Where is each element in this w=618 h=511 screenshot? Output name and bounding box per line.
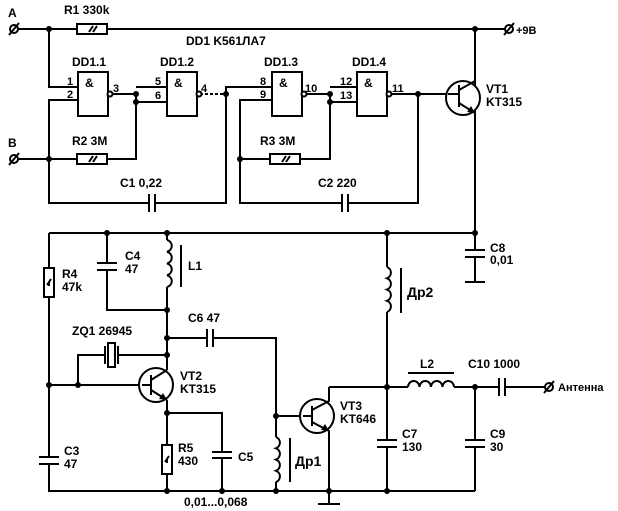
svg-text:47: 47 <box>64 457 78 471</box>
capacitor-c1: C1 0,22 <box>120 176 162 212</box>
svg-text:DD1.2: DD1.2 <box>160 55 194 69</box>
svg-text:C4: C4 <box>125 249 141 263</box>
svg-text:C9: C9 <box>490 427 506 441</box>
svg-text:R2 3M: R2 3M <box>72 134 107 148</box>
svg-text:430: 430 <box>178 454 198 468</box>
crystal-zq1: ZQ1 26945 <box>72 324 132 368</box>
svg-text:Др1: Др1 <box>295 453 322 469</box>
svg-text:Антенна: Антенна <box>558 382 604 394</box>
gate-dd1-2: DD1.2 & 5 6 4 <box>155 55 208 117</box>
transistor-vt1: VT1 KT315 <box>445 29 522 118</box>
transistor-vt3: VT3 KT646 <box>299 387 376 505</box>
capacitor-c9: C9 30 <box>465 427 506 454</box>
svg-text:30: 30 <box>490 440 504 454</box>
svg-text:9: 9 <box>260 89 266 101</box>
resistor-r4: R4 47k <box>43 267 82 298</box>
svg-text:C10 1000: C10 1000 <box>468 357 520 371</box>
gate-dd1-1: DD1.1 & 1 2 3 <box>67 55 119 117</box>
capacitor-c5: C5 0,01...0,068 <box>184 450 254 509</box>
svg-text:&: & <box>85 76 94 90</box>
svg-text:KT315: KT315 <box>180 382 216 396</box>
capacitor-c7: C7 130 <box>377 427 422 454</box>
svg-text:C7: C7 <box>402 427 418 441</box>
junctions-bottom <box>46 230 478 494</box>
svg-text:B: B <box>8 136 17 150</box>
svg-text:1: 1 <box>67 76 73 88</box>
svg-text:R3 3M: R3 3M <box>260 134 295 148</box>
svg-text:C2 220: C2 220 <box>318 176 357 190</box>
junctions-top <box>46 26 478 162</box>
svg-text:C5: C5 <box>238 450 254 464</box>
svg-text:12: 12 <box>340 76 352 88</box>
svg-text:R5: R5 <box>178 441 194 455</box>
svg-text:13: 13 <box>340 90 352 102</box>
svg-text:2: 2 <box>67 89 73 101</box>
svg-text:11: 11 <box>392 83 404 95</box>
svg-text:47k: 47k <box>62 280 82 294</box>
svg-text:C1 0,22: C1 0,22 <box>120 176 162 190</box>
svg-text:C3: C3 <box>64 444 80 458</box>
svg-text:R4: R4 <box>62 267 78 281</box>
svg-text:&: & <box>279 76 288 90</box>
capacitor-c8: C8 0,01 <box>465 241 514 267</box>
svg-text:DD1.4: DD1.4 <box>352 55 386 69</box>
inductor-dr2: Др2 <box>384 266 434 313</box>
svg-text:DD1.1: DD1.1 <box>72 55 106 69</box>
svg-text:Др2: Др2 <box>407 284 434 300</box>
svg-text:10: 10 <box>305 83 317 95</box>
terminal-antenna: Антенна <box>543 380 604 394</box>
svg-text:VT1: VT1 <box>486 82 508 96</box>
capacitor-c3: C3 47 <box>39 444 80 471</box>
capacitor-c4: C4 47 <box>97 249 141 276</box>
svg-text:C8: C8 <box>490 241 506 255</box>
svg-text:ZQ1 26945: ZQ1 26945 <box>72 324 132 338</box>
svg-text:6: 6 <box>155 90 161 102</box>
transistor-vt2: VT2 KT315 <box>138 367 216 403</box>
svg-text:DD1.3: DD1.3 <box>264 55 298 69</box>
terminal-supply: +9В <box>503 22 537 37</box>
svg-text:VT2: VT2 <box>180 369 202 383</box>
svg-text:L2: L2 <box>420 357 434 371</box>
resistor-r2: R2 3M <box>72 134 108 165</box>
svg-text:R1 330k: R1 330k <box>64 3 110 17</box>
inductor-l1: L1 <box>166 239 202 288</box>
svg-text:3: 3 <box>113 83 119 95</box>
svg-text:VT3: VT3 <box>340 399 362 413</box>
capacitor-c2: C2 220 <box>318 176 357 212</box>
svg-text:+9В: +9В <box>516 25 537 37</box>
svg-text:5: 5 <box>155 76 161 88</box>
resistor-r3: R3 3M <box>260 134 301 165</box>
wires-bottom <box>48 232 545 492</box>
inductor-l2: L2 <box>407 357 455 388</box>
svg-text:0,01: 0,01 <box>490 253 514 267</box>
resistor-r5: R5 430 <box>161 441 198 475</box>
gate-dd1-4: DD1.4 & 12 13 11 <box>340 55 404 117</box>
svg-text:130: 130 <box>402 440 422 454</box>
resistor-r1: R1 330k <box>64 3 110 35</box>
svg-text:&: & <box>364 76 373 90</box>
chip-label: DD1 K561ЛА7 <box>186 34 266 48</box>
svg-text:KT646: KT646 <box>340 412 376 426</box>
inductor-dr1: Др1 <box>273 436 322 483</box>
svg-text:L1: L1 <box>188 259 202 273</box>
svg-text:0,01...0,068: 0,01...0,068 <box>184 495 248 509</box>
svg-text:KT315: KT315 <box>486 95 522 109</box>
svg-text:8: 8 <box>260 76 266 88</box>
svg-text:C6 47: C6 47 <box>188 311 220 325</box>
svg-text:A: A <box>8 6 17 20</box>
capacitor-c10: C10 1000 <box>468 357 520 396</box>
capacitor-c6: C6 47 <box>188 311 220 347</box>
terminal-b: B <box>8 136 20 166</box>
terminal-a: A <box>8 6 20 36</box>
gate-dd1-3: DD1.3 & 8 9 10 <box>260 55 317 117</box>
svg-text:&: & <box>174 76 183 90</box>
svg-text:47: 47 <box>125 262 139 276</box>
svg-text:4: 4 <box>201 83 208 95</box>
